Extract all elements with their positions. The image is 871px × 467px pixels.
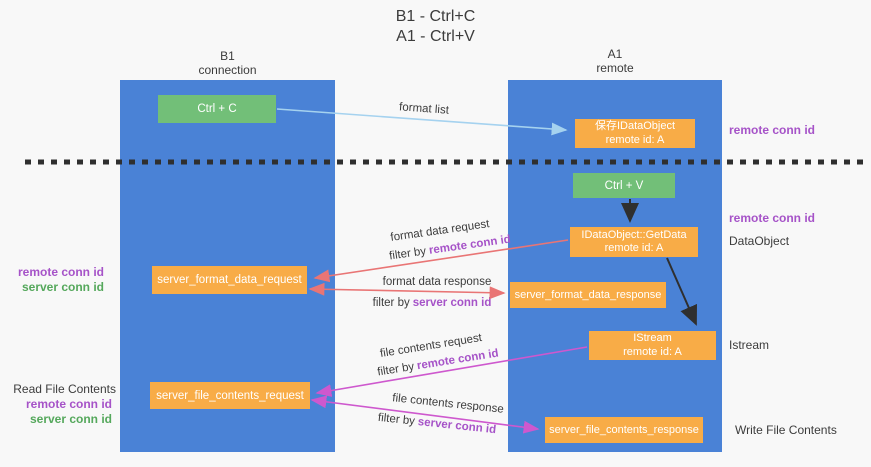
filter-by-text: filter by <box>388 245 427 263</box>
annotation-istream: Istream <box>729 338 770 352</box>
lane-a1-subtitle: remote <box>596 61 634 75</box>
node-format-request-label: server_format_data_request <box>157 274 302 286</box>
annotation-remote-conn-id-left-2: remote conn id <box>25 397 112 411</box>
title-line-1: B1 - Ctrl+C <box>395 8 476 25</box>
lane-header-b1: B1 connection <box>120 49 335 77</box>
lane-a1-title: A1 <box>607 47 623 61</box>
node-save-idataobject-line2: remote id: A <box>605 133 665 146</box>
edge-label-file-contents-response-text: file contents response <box>391 392 505 416</box>
node-server-format-data-response: server_format_data_response <box>510 282 666 308</box>
arrow-format-data-response <box>308 282 506 300</box>
node-istream: IStream remote id: A <box>589 331 716 360</box>
filter-by-text: filter by <box>377 411 416 428</box>
node-ctrl-v: Ctrl + V <box>573 173 675 198</box>
annotation-remote-conn-id-top: remote conn id <box>729 123 816 137</box>
annotation-remote-conn-id-mid: remote conn id <box>729 211 816 225</box>
edge-label-format-data-response: format data response <box>383 276 492 288</box>
edge-label-format-list-text: format list <box>398 101 450 117</box>
node-file-request-label: server_file_contents_request <box>156 389 304 402</box>
node-ctrl-v-label: Ctrl + V <box>604 179 644 192</box>
edge-label-format-list: format list <box>399 101 450 116</box>
node-server-file-contents-request: server_file_contents_request <box>150 382 310 409</box>
node-save-idataobject: 保存IDataObject remote id: A <box>575 119 695 148</box>
annotation-write-file-contents: Write File Contents <box>735 423 837 437</box>
node-getdata-line1: IDataObject::GetData <box>581 228 687 241</box>
edge-label-file-contents-response: file contents response <box>392 392 505 416</box>
lane-b1-subtitle: connection <box>198 63 257 77</box>
server-conn-id-text: server conn id <box>412 297 492 309</box>
annotation-server-conn-id-left-1: server conn id <box>21 279 104 294</box>
annotation-server-conn-id-left-2: server conn id <box>29 411 112 426</box>
node-istream-line1: IStream <box>633 332 672 344</box>
annotation-read-file-contents: Read File Contents <box>13 382 116 396</box>
annotation-conn-ids-format: remote conn id server conn id <box>0 265 104 294</box>
remote-conn-id-text: remote conn id <box>428 233 512 257</box>
node-ctrl-c-label: Ctrl + C <box>197 103 237 115</box>
lane-header-a1: A1 remote <box>508 47 722 75</box>
filter-by-text: filter by <box>376 360 416 379</box>
node-format-response-label: server_format_data_response <box>514 289 662 301</box>
title-line-2: A1 - Ctrl+V <box>396 28 475 45</box>
node-idataobject-getdata: IDataObject::GetData remote id: A <box>570 227 698 257</box>
annotation-dataobject: DataObject <box>729 234 790 248</box>
diagram-title: B1 - Ctrl+C A1 - Ctrl+V <box>0 7 871 47</box>
annotation-conn-ids-file: remote conn id server conn id <box>0 397 112 426</box>
server-conn-id-text: server conn id <box>417 416 497 437</box>
node-istream-line2: remote id: A <box>623 345 682 358</box>
node-server-file-contents-response: server_file_contents_response <box>545 417 703 443</box>
node-server-format-data-request: server_format_data_request <box>152 266 307 294</box>
filter-by-text: filter by <box>372 297 410 309</box>
edge-label-format-data-response-text: format data response <box>382 276 492 288</box>
node-ctrl-c: Ctrl + C <box>158 95 276 123</box>
node-getdata-line2: remote id: A <box>604 242 664 254</box>
node-file-response-label: server_file_contents_response <box>549 424 699 436</box>
node-save-idataobject-line1: 保存IDataObject <box>594 120 676 132</box>
lane-b1-title: B1 <box>220 49 235 63</box>
annotation-remote-conn-id-left-1: remote conn id <box>17 265 104 279</box>
